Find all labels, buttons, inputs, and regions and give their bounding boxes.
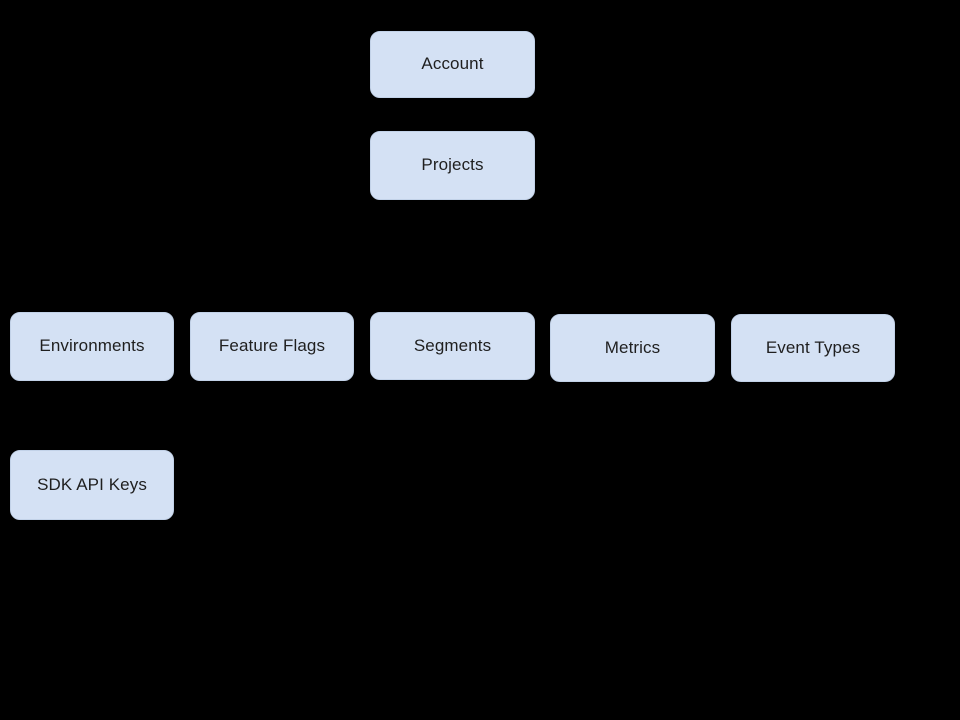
node-sdk-api-keys[interactable]: SDK API Keys [10, 450, 174, 520]
node-label-projects: Projects [421, 155, 484, 175]
node-segments[interactable]: Segments [370, 312, 535, 380]
node-label-segments: Segments [413, 335, 492, 355]
node-label-metrics: Metrics [604, 337, 661, 357]
node-label-event-types: Event Types [765, 337, 861, 357]
node-label-account: Account [421, 54, 484, 74]
node-environments[interactable]: Environments [10, 312, 174, 381]
node-label-feature-flags: Feature Flags [218, 336, 326, 356]
node-metrics[interactable]: Metrics [550, 314, 715, 382]
node-projects[interactable]: Projects [370, 131, 535, 200]
node-label-sdk-api-keys: SDK API Keys [37, 474, 147, 494]
node-label-environments: Environments [39, 336, 145, 356]
node-account[interactable]: Account [370, 31, 535, 98]
node-feature-flags[interactable]: Feature Flags [190, 312, 354, 381]
node-event-types[interactable]: Event Types [731, 314, 895, 382]
